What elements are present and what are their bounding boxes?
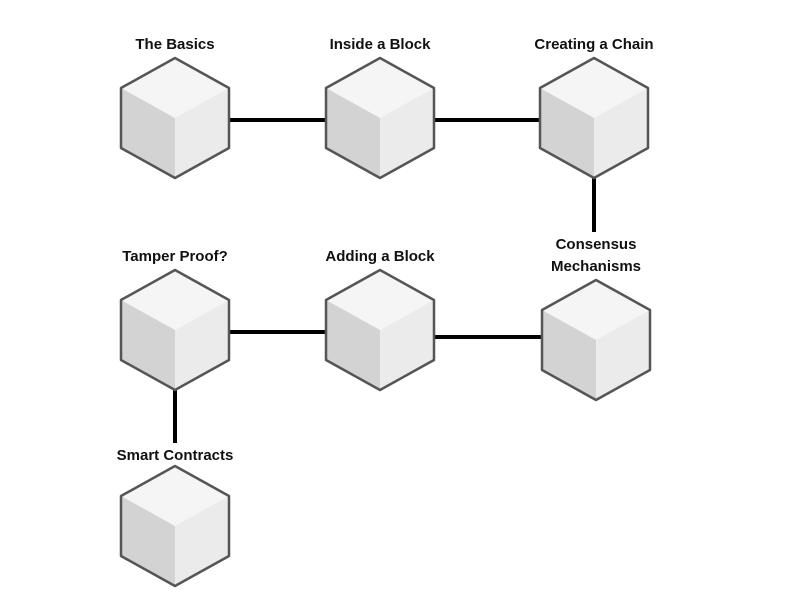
node-label-smart: Smart Contracts [117,445,234,467]
node-label-inside: Inside a Block [330,34,431,56]
cube-outline [324,268,436,392]
cube-outline [538,56,650,180]
cube-consensus[interactable] [540,278,652,402]
node-label-text: Consensus [555,236,637,253]
cube-basics[interactable] [119,56,231,180]
cube-inside[interactable] [324,56,436,180]
cube-layer [119,56,652,588]
cube-chain[interactable] [538,56,650,180]
cube-outline [540,278,652,402]
node-label-text: The Basics [135,36,215,53]
node-label-basics: The Basics [135,34,214,56]
cube-adding[interactable] [324,268,436,392]
cube-outline [119,268,231,392]
node-label-text: Tamper Proof? [122,248,228,265]
node-label-adding: Adding a Block [325,246,434,268]
node-label-text: Inside a Block [329,36,431,53]
node-label-tamper: Tamper Proof? [122,246,228,268]
cube-tamper[interactable] [119,268,231,392]
connector-layer [173,118,596,443]
cube-smart[interactable] [119,464,231,588]
cube-outline [119,464,231,588]
node-label-text: Adding a Block [325,248,435,265]
node-label-text: Creating a Chain [534,36,654,53]
node-label-text: Smart Contracts [116,447,234,464]
node-label-text-line2: Mechanisms [550,258,642,275]
node-label-chain: Creating a Chain [534,34,653,56]
cube-outline [119,56,231,180]
cube-outline [324,56,436,180]
